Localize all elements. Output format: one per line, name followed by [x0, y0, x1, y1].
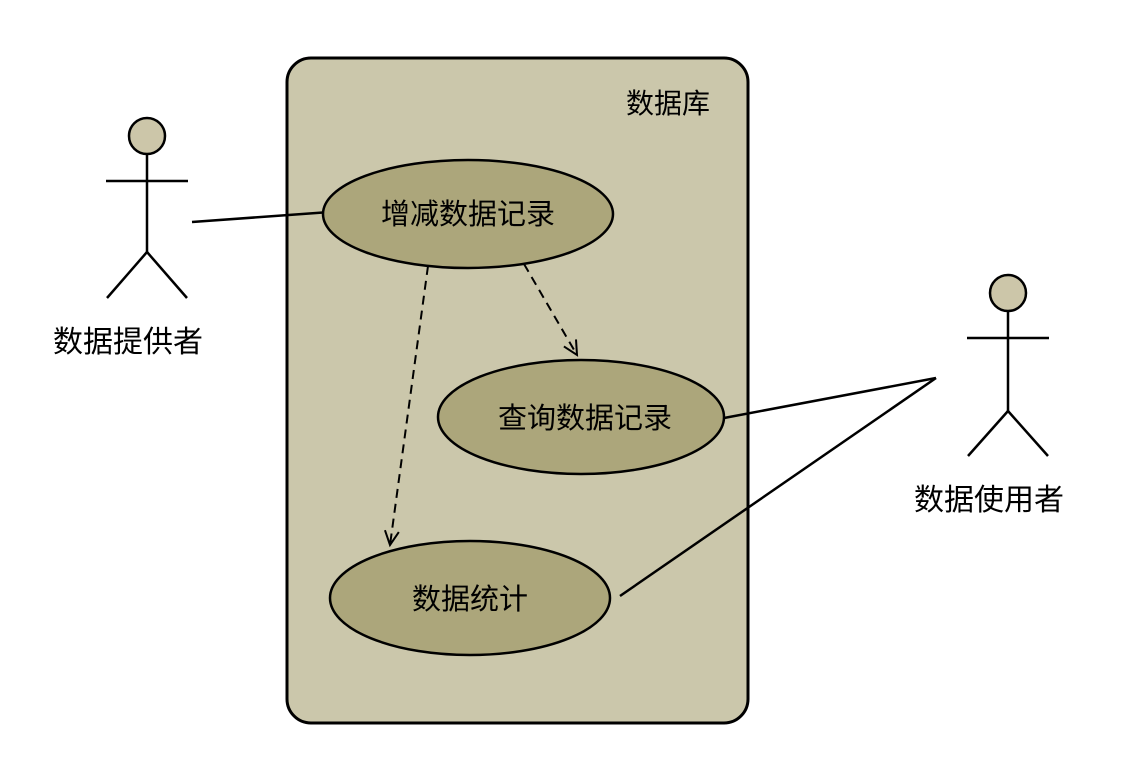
actor-user-head	[988, 273, 1028, 313]
use-case-add-remove-label: 增减数据记录	[381, 197, 555, 231]
use-case-data-statistics[interactable]: 数据统计	[328, 539, 612, 657]
actor-user-label: 数据使用者	[914, 483, 1064, 518]
association-provider-add-remove	[191, 210, 331, 224]
use-case-query-records[interactable]: 查询数据记录	[436, 358, 726, 476]
actor-data-provider[interactable]: 数据提供者	[53, 116, 203, 360]
use-case-stats-label: 数据统计	[412, 582, 528, 616]
actor-data-user[interactable]: 数据使用者	[914, 273, 1064, 518]
dependency-add-remove-to-query	[523, 263, 579, 357]
use-case-query-label: 查询数据记录	[498, 401, 672, 435]
use-case-add-remove-records[interactable]: 增减数据记录	[321, 158, 615, 270]
actor-provider-label: 数据提供者	[53, 325, 203, 360]
system-label: 数据库	[626, 87, 710, 120]
actor-provider-head	[127, 116, 167, 156]
association-user-stats	[619, 376, 937, 598]
association-user-query	[723, 376, 937, 420]
dependency-add-remove-to-stats	[384, 265, 429, 548]
